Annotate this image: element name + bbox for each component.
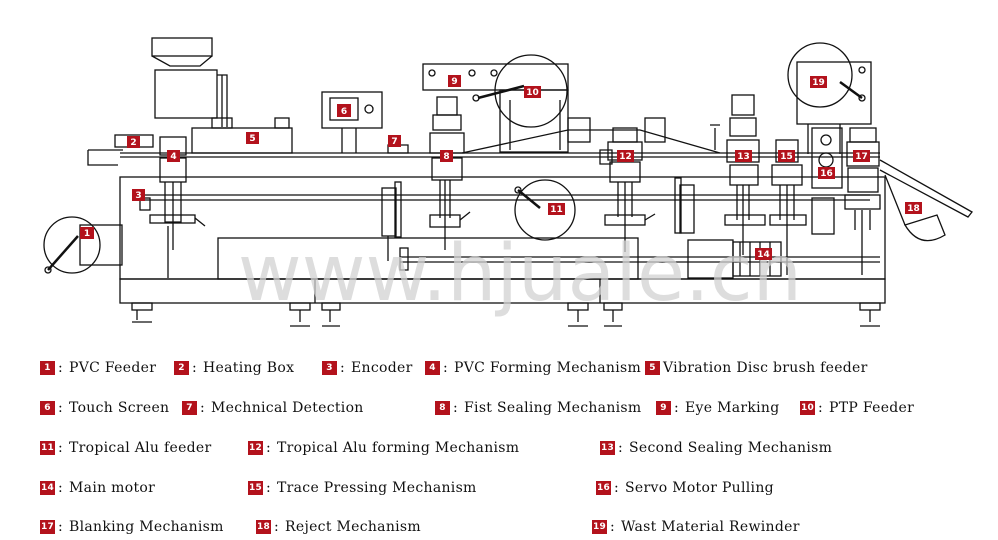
callout-4: 4 [167, 150, 180, 162]
callout-8: 8 [440, 150, 453, 162]
legend-item-6: 6:Touch Screen [40, 399, 169, 417]
svg-text:14: 14 [757, 250, 770, 260]
legend-item-13: 13:Second Sealing Mechanism [600, 440, 833, 456]
parts-legend: 1:PVC Feeder 2:Heating Box 3:Encoder 4:P… [0, 352, 998, 540]
machine-feet [131, 302, 881, 327]
legend-item-3: 3:Encoder [322, 359, 413, 377]
callout-11: 11 [548, 203, 565, 215]
svg-text:15: 15 [780, 152, 793, 162]
legend-item-11: 11:Tropical Alu feeder [40, 440, 212, 456]
pvc-feeder-reel [43, 216, 123, 274]
callout-9: 9 [448, 75, 461, 87]
alu-forming-mechanism [604, 127, 656, 252]
callout-16: 16 [818, 167, 835, 179]
callout-18: 18 [905, 202, 922, 214]
reject-mechanism [879, 159, 973, 242]
servo-motor-pulling [811, 127, 843, 235]
svg-text:12: 12 [619, 152, 632, 162]
callout-14: 14 [755, 248, 772, 260]
legend-item-16: 16:Servo Motor Pulling [596, 480, 774, 496]
legend-item-18: 18:Reject Mechanism [256, 519, 421, 535]
legend-item-14: 14:Main motor [40, 480, 156, 496]
touch-screen-unit [321, 91, 383, 153]
svg-text:17: 17 [855, 152, 868, 162]
callout-10: 10 [524, 86, 541, 98]
legend-item-15: 15:Trace Pressing Mechanism [248, 480, 477, 496]
legend-item-1: 1:PVC Feeder [40, 359, 156, 377]
callout-7: 7 [388, 135, 401, 147]
second-sealing-mechanism [724, 94, 766, 255]
svg-text:11: 11 [550, 205, 563, 215]
callout-3: 3 [132, 189, 145, 201]
watermark-text: www.hjuale.cn [238, 229, 802, 319]
legend-item-9: 9:Eye Marking [656, 399, 780, 417]
main-motor-body [687, 239, 782, 279]
svg-text:1: 1 [84, 229, 90, 239]
machine-diagram: www.hjuale.cn 1 2 3 4 5 6 7 8 9 10 11 12… [43, 37, 973, 327]
callout-19: 19 [810, 76, 827, 88]
first-sealing-mechanism [429, 96, 471, 250]
gear-wheel-left [381, 181, 402, 261]
svg-text:13: 13 [737, 152, 750, 162]
tropical-alu-feeder [514, 179, 576, 241]
vibration-feeder [151, 37, 293, 154]
legend-item-7: 7:Mechnical Detection [182, 399, 364, 417]
blanking-mechanism [844, 127, 881, 275]
legend-item-8: 8:Fist Sealing Mechanism [435, 399, 641, 417]
svg-text:9: 9 [451, 77, 457, 87]
svg-text:5: 5 [249, 134, 255, 144]
callout-15: 15 [778, 150, 795, 162]
legend-item-17: 17:Blanking Mechanism [40, 519, 224, 535]
callout-5: 5 [246, 132, 259, 144]
callout-6: 6 [337, 104, 351, 117]
legend-item-2: 2:Heating Box [174, 359, 294, 377]
legend-item-19: 19:Wast Material Rewinder [592, 519, 800, 535]
svg-text:3: 3 [135, 191, 141, 201]
gear-wheel-right [674, 177, 695, 234]
svg-text:10: 10 [526, 88, 539, 98]
callout-1: 1 [80, 227, 94, 239]
svg-text:4: 4 [170, 152, 176, 162]
svg-text:7: 7 [391, 137, 397, 147]
mechanical-detection-body [387, 144, 409, 154]
svg-text:8: 8 [443, 152, 449, 162]
callout-13: 13 [735, 150, 752, 162]
svg-text:19: 19 [812, 78, 825, 88]
lower-panel [217, 237, 639, 280]
callout-2: 2 [127, 136, 140, 148]
legend-item-4: 4:PVC Forming Mechanism [425, 359, 641, 377]
svg-text:18: 18 [907, 204, 920, 214]
legend-item-10: 10:PTP Feeder [800, 400, 915, 416]
legend-item-12: 12:Tropical Alu forming Mechanism [248, 440, 520, 456]
svg-text:2: 2 [130, 138, 136, 148]
svg-text:6: 6 [341, 107, 347, 117]
waste-material-rewinder [787, 42, 872, 154]
svg-text:16: 16 [820, 169, 833, 179]
film-path-rail [87, 149, 880, 166]
callout-12: 12 [617, 150, 634, 162]
callout-17: 17 [853, 150, 870, 162]
